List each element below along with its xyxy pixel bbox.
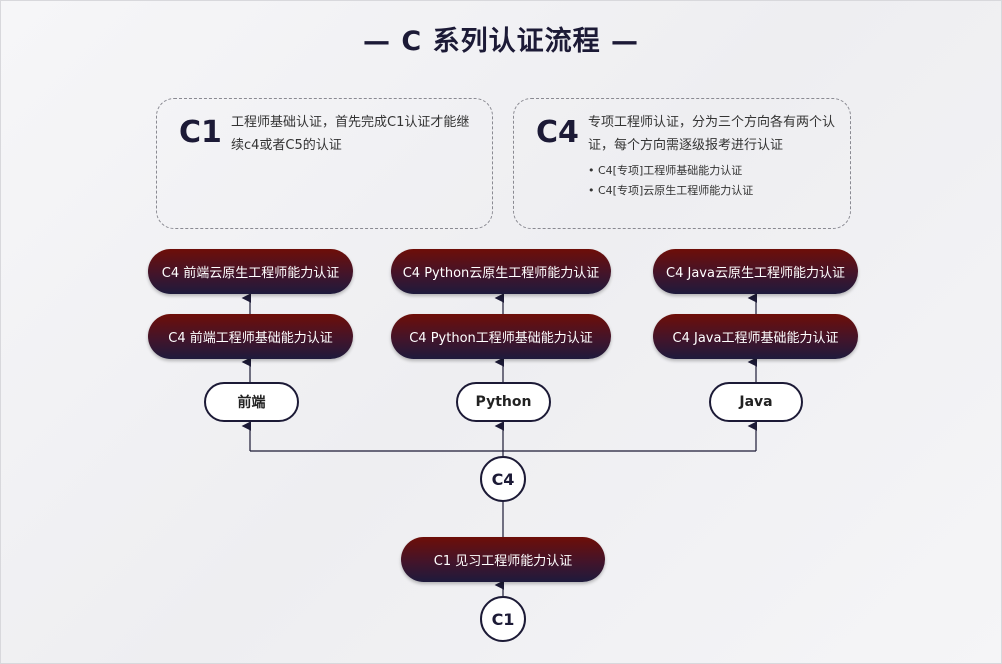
info-desc-text: 专项工程师认证，分为三个方向各有两个认证，每个方向需逐级报考进行认证 <box>588 115 836 153</box>
info-box-c4: C4 专项工程师认证，分为三个方向各有两个认证，每个方向需逐级报考进行认证 C4… <box>513 98 851 229</box>
track-java: Java <box>709 382 803 422</box>
python-basic-cert: C4 Python工程师基础能力认证 <box>391 314 611 359</box>
page-title: — C 系列认证流程 — <box>362 26 639 57</box>
info-bullet: C4[专项]云原生工程师能力认证 <box>588 181 838 201</box>
frontend-cloud-cert: C4 前端云原生工程师能力认证 <box>148 249 353 294</box>
info-desc-text: 工程师基础认证，首先完成C1认证才能继续c4或者C5的认证 <box>231 115 470 153</box>
track-frontend: 前端 <box>204 382 299 422</box>
info-code: C4 <box>536 115 579 150</box>
info-desc: 工程师基础认证，首先完成C1认证才能继续c4或者C5的认证 <box>231 111 481 157</box>
c1-apprentice-cert: C1 见习工程师能力认证 <box>401 537 605 582</box>
frontend-basic-cert: C4 前端工程师基础能力认证 <box>148 314 353 359</box>
info-code: C1 <box>179 115 222 150</box>
info-desc: 专项工程师认证，分为三个方向各有两个认证，每个方向需逐级报考进行认证 C4[专项… <box>588 111 838 201</box>
c1-node: C1 <box>480 596 526 642</box>
info-bullet: C4[专项]工程师基础能力认证 <box>588 161 838 181</box>
python-cloud-cert: C4 Python云原生工程师能力认证 <box>391 249 611 294</box>
c4-node: C4 <box>480 456 526 502</box>
info-box-c1: C1 工程师基础认证，首先完成C1认证才能继续c4或者C5的认证 <box>156 98 493 229</box>
track-python: Python <box>456 382 551 422</box>
java-cloud-cert: C4 Java云原生工程师能力认证 <box>653 249 858 294</box>
info-bullets: C4[专项]工程师基础能力认证 C4[专项]云原生工程师能力认证 <box>588 161 838 201</box>
java-basic-cert: C4 Java工程师基础能力认证 <box>653 314 858 359</box>
